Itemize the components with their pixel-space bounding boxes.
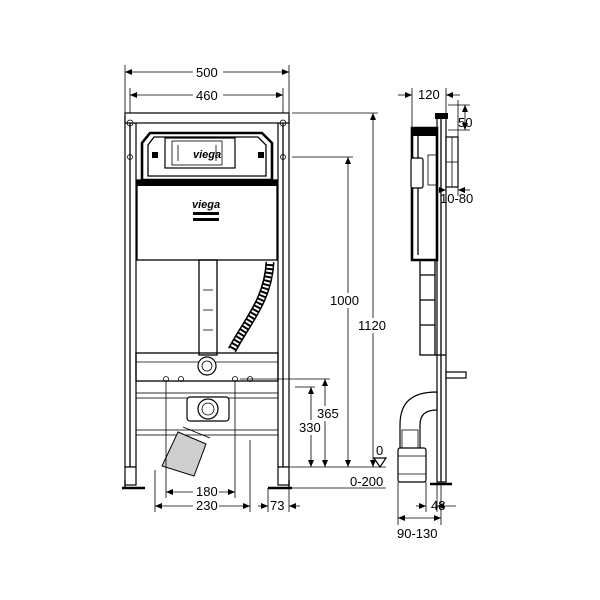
dim-depth-10-80: 10-80 — [440, 191, 473, 206]
flush-pipe — [198, 259, 218, 356]
dim-offset-230: 230 — [196, 498, 218, 513]
front-view: viega viega — [122, 112, 292, 490]
logo-text-cistern: viega — [192, 199, 220, 211]
dim-width-inner: 460 — [196, 88, 218, 103]
left-foot — [124, 466, 137, 486]
side-view — [397, 113, 467, 486]
dim-depth-90-130: 90-130 — [397, 526, 437, 541]
front-dimensions: 500 460 1120 1000 365 330 0 0-200 — [124, 64, 388, 513]
cistern: viega viega — [136, 131, 278, 261]
dim-floor-zero: 0 — [376, 443, 383, 458]
dim-height-total: 1120 — [358, 318, 386, 333]
dim-depth-50: 50 — [458, 115, 472, 130]
corrugated-hose — [228, 261, 275, 353]
dim-offset-180: 180 — [196, 484, 218, 499]
dim-width-outer: 500 — [196, 65, 218, 80]
dim-floor-range: 0-200 — [350, 474, 383, 489]
dim-offset-73: 73 — [270, 498, 284, 513]
side-dimensions: 120 50 10-80 48 90-130 — [397, 87, 473, 541]
dim-height-flush: 1000 — [330, 293, 359, 308]
lower-rail — [135, 352, 279, 382]
dim-height-365: 365 — [317, 406, 339, 421]
dim-height-330: 330 — [299, 420, 321, 435]
dim-depth-48: 48 — [431, 498, 445, 513]
top-rail — [124, 112, 290, 124]
logo-text-top: viega — [193, 149, 221, 161]
right-foot — [277, 466, 290, 486]
dim-depth-120: 120 — [418, 87, 440, 102]
waste-connector — [161, 396, 230, 477]
side-bend-pipe — [397, 391, 438, 483]
